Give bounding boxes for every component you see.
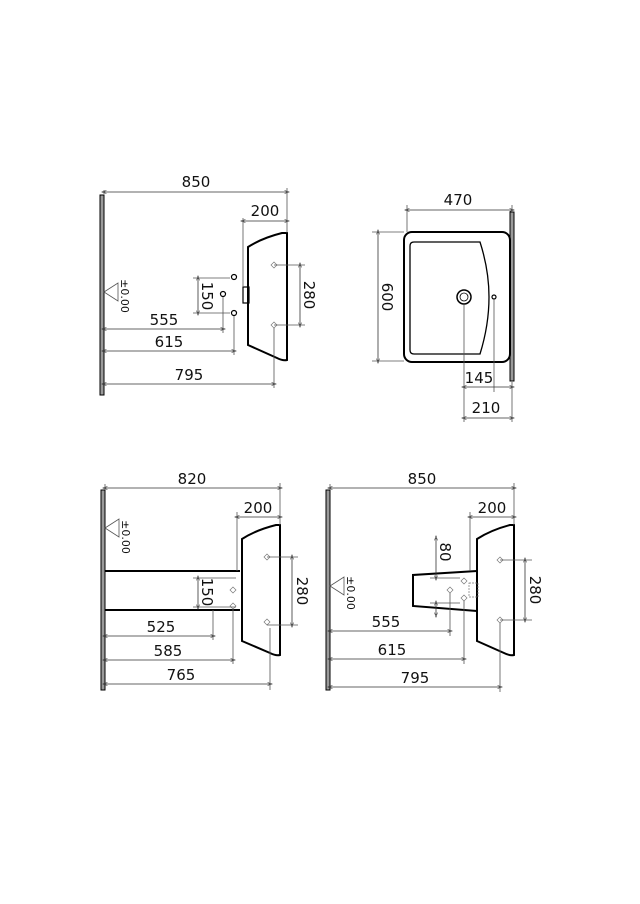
basin-outline (247, 232, 288, 362)
dim-470: 470 (444, 191, 473, 209)
level-label: ±0.00 (118, 279, 131, 313)
dim-615: 615 (378, 641, 407, 659)
fixing-points (229, 553, 271, 626)
level-triangle-icon (103, 282, 119, 302)
dim-555: 555 (150, 311, 179, 329)
basin-bowl (409, 241, 490, 355)
wall (100, 489, 106, 691)
dim-280: 280 (526, 576, 544, 605)
level-label: ±0.00 (344, 576, 357, 610)
drain-pipe (219, 290, 227, 298)
level-label: ±0.00 (119, 520, 132, 554)
outlet (242, 286, 250, 304)
dim-80: 80 (436, 542, 454, 561)
dim-280: 280 (300, 281, 318, 310)
dim-850: 850 (408, 470, 437, 488)
basin-outline (241, 524, 281, 657)
supply-pipe (230, 273, 238, 281)
dim-795: 795 (401, 669, 430, 687)
dim-200: 200 (244, 499, 273, 517)
dim-525: 525 (147, 618, 176, 636)
top-view: 470 600 145 210 (372, 191, 515, 422)
dim-615: 615 (155, 333, 184, 351)
level-triangle-icon (329, 576, 345, 596)
wall (99, 194, 105, 396)
basin-outline (403, 231, 511, 363)
tap-hole (491, 294, 497, 300)
dim-210: 210 (472, 399, 501, 417)
side-view-wall-hung: 850 200 280 150 ±0.00 555 615 795 (99, 173, 318, 396)
dim-150: 150 (198, 282, 216, 311)
fixing-points (446, 556, 504, 624)
dim-850: 850 (182, 173, 211, 191)
wall (325, 489, 331, 691)
fixing-points (270, 261, 278, 329)
drain-icon (456, 289, 472, 305)
dim-795: 795 (175, 366, 204, 384)
side-view-trap: 80 850 200 280 ±0.00 555 615 795 (325, 470, 544, 692)
supply-pipe (230, 309, 238, 317)
dim-150: 150 (198, 578, 216, 607)
side-view-pedestal: 820 200 280 150 ±0.00 525 585 765 (100, 470, 311, 691)
dim-600: 600 (378, 283, 396, 312)
dim-145: 145 (465, 369, 494, 387)
trap-cover-outline (412, 570, 478, 612)
dim-200: 200 (251, 202, 280, 220)
dim-585: 585 (154, 642, 183, 660)
dim-555: 555 (372, 613, 401, 631)
dim-765: 765 (167, 666, 196, 684)
pedestal-outline (105, 570, 240, 611)
basin-outline (476, 524, 515, 657)
level-triangle-icon (104, 518, 120, 538)
dim-820: 820 (178, 470, 207, 488)
dim-280: 280 (293, 577, 311, 606)
dim-200: 200 (478, 499, 507, 517)
